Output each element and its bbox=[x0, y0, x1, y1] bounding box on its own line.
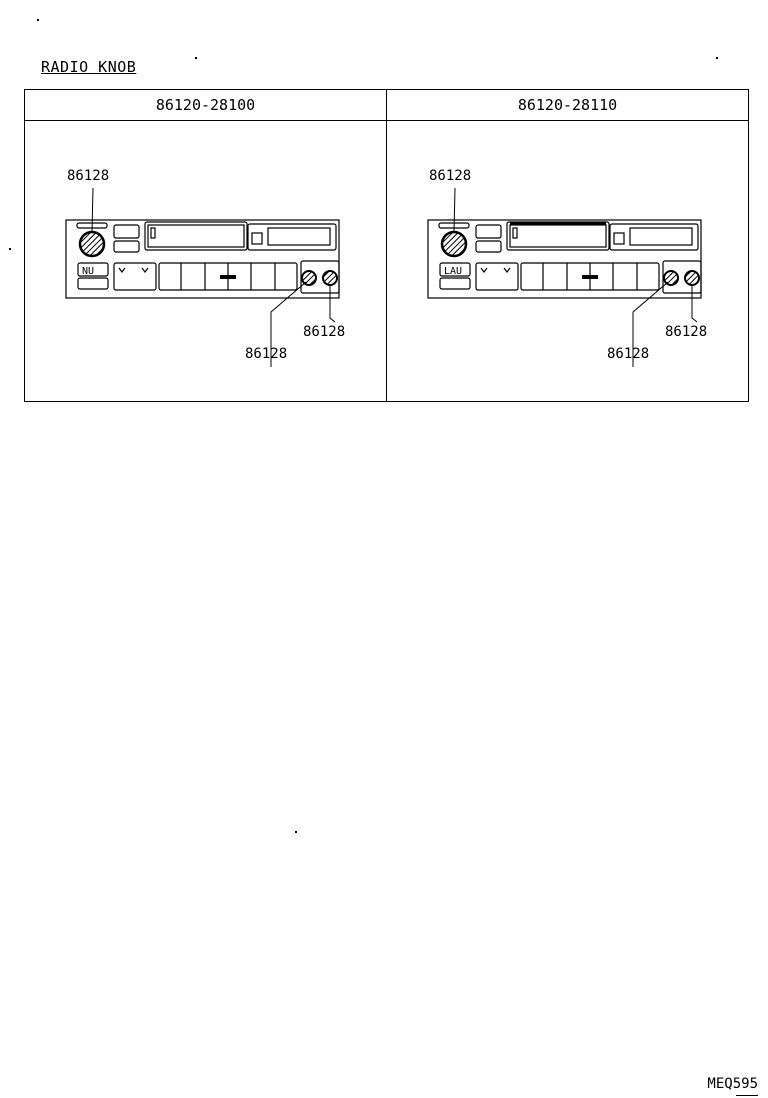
radio-faceplate bbox=[427, 219, 702, 299]
tone-knob-left bbox=[301, 270, 317, 286]
column-header-right: 86120-28110 bbox=[517, 96, 618, 114]
callout-label: 86128 bbox=[607, 346, 649, 362]
radio-panel-left: NU 86128 86128 86128 bbox=[25, 122, 386, 400]
scan-speck bbox=[9, 248, 11, 250]
scan-speck bbox=[716, 57, 718, 59]
section-title: RADIO KNOB bbox=[41, 58, 137, 76]
volume-knob bbox=[78, 230, 106, 258]
scan-speck bbox=[195, 57, 197, 59]
radio-faceplate bbox=[65, 219, 340, 299]
column-header-left: 86120-28100 bbox=[155, 96, 256, 114]
volume-knob bbox=[440, 230, 468, 258]
callout-label: 86128 bbox=[245, 346, 287, 362]
leader-line bbox=[91, 187, 94, 233]
tone-knob-right bbox=[684, 270, 700, 286]
figure-code: MEQ595 bbox=[707, 1076, 758, 1092]
parts-table: 86120-28100 86120-28110 bbox=[24, 89, 749, 402]
callout-label: 86128 bbox=[303, 324, 345, 340]
figure-code-underline bbox=[736, 1095, 758, 1096]
tone-knob-left bbox=[663, 270, 679, 286]
svg-text:NU: NU bbox=[82, 266, 94, 277]
leader-line bbox=[329, 284, 336, 323]
callout-label: 86128 bbox=[67, 168, 109, 184]
scan-speck bbox=[37, 19, 39, 21]
radio-unit-drawing-left: NU 86128 86128 86128 bbox=[65, 168, 345, 367]
svg-text:LAU: LAU bbox=[444, 266, 462, 277]
leader-line bbox=[691, 284, 698, 323]
callout-label: 86128 bbox=[665, 324, 707, 340]
scan-speck bbox=[295, 831, 297, 833]
callout-label: 86128 bbox=[429, 168, 471, 184]
tone-knob-right bbox=[322, 270, 338, 286]
radio-panel-right: LAU 86128 86128 86128 bbox=[387, 122, 748, 400]
leader-line bbox=[632, 281, 669, 367]
leader-line bbox=[270, 281, 307, 367]
cassette-door bbox=[144, 221, 248, 251]
radio-unit-drawing-right: LAU 86128 86128 86128 bbox=[427, 168, 707, 367]
column-divider bbox=[386, 90, 387, 401]
leader-line bbox=[453, 187, 456, 233]
cassette-door bbox=[506, 221, 610, 251]
